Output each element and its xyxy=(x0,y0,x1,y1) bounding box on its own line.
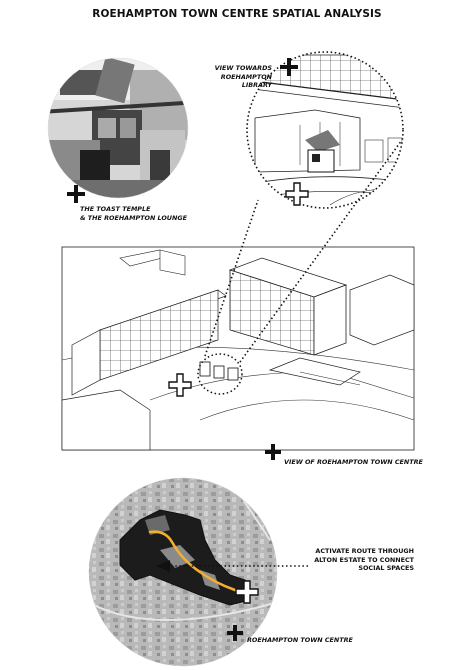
axonometric-site-model xyxy=(61,246,415,451)
connector-line-right xyxy=(239,139,403,363)
label-library-line2: ROEHAMPTON xyxy=(220,72,272,81)
page-title: ROEHAMPTON TOWN CENTRE SPATIAL ANALYSIS xyxy=(92,8,382,20)
label-activate-route: ACTIVATE ROUTE THROUGH ALTON ESTATE TO C… xyxy=(300,547,414,573)
cross-outline-icon xyxy=(168,373,192,397)
label-toast-line2: & THE ROEHAMPTON LOUNGE xyxy=(80,213,187,222)
connector-line-left xyxy=(204,199,259,357)
cross-outline-icon xyxy=(235,580,259,604)
focus-area-dotted-circle xyxy=(197,353,243,395)
plus-marker-icon xyxy=(280,58,298,76)
route-arrow-head-icon xyxy=(156,560,170,572)
label-town-centre: ROEHAMPTON TOWN CENTRE xyxy=(247,636,353,644)
cross-outline-icon xyxy=(285,182,309,206)
label-toast-temple: THE TOAST TEMPLE & THE ROEHAMPTON LOUNGE xyxy=(80,205,187,222)
label-route-line1: ACTIVATE ROUTE THROUGH xyxy=(315,547,414,555)
plus-marker-icon xyxy=(227,625,243,641)
site-map-circle xyxy=(89,478,277,666)
photo-circle-outline xyxy=(47,57,189,199)
label-town-centre-view: VIEW OF ROEHAMPTON TOWN CENTRE xyxy=(284,458,423,466)
photo-circle-toast-temple xyxy=(48,58,188,198)
map-circle-outline xyxy=(88,477,278,667)
label-toast-line1: THE TOAST TEMPLE xyxy=(80,205,151,213)
label-library-line1: VIEW TOWARDS xyxy=(214,64,272,72)
label-route-line3: SOCIAL SPACES xyxy=(358,564,414,572)
activation-route-line xyxy=(148,530,252,599)
label-library-view: VIEW TOWARDS ROEHAMPTON LIBRARY xyxy=(200,64,272,90)
label-library-line3: LIBRARY xyxy=(241,81,272,89)
library-view-circle xyxy=(247,52,403,208)
library-circle-dotted-outline xyxy=(246,51,404,209)
plus-marker-icon xyxy=(265,444,281,460)
plus-marker-icon xyxy=(67,185,85,203)
label-route-line2: ALTON ESTATE TO CONNECT xyxy=(314,555,414,564)
